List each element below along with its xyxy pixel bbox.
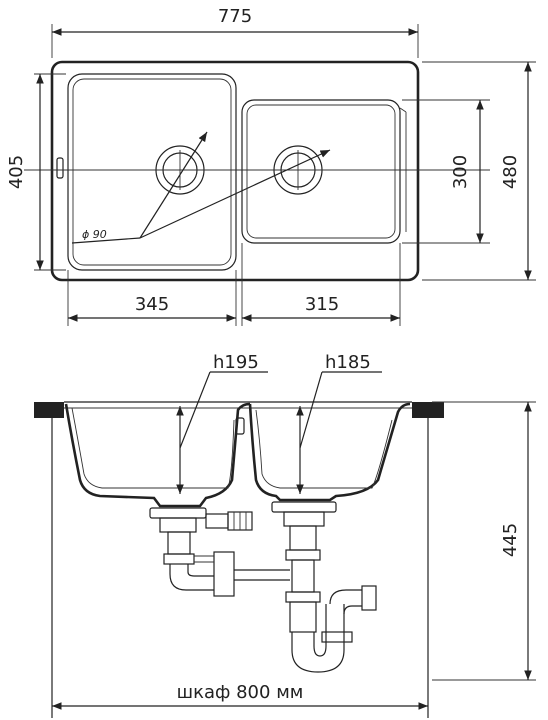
- countertop-left: [34, 402, 64, 418]
- siphon-assembly: [149, 501, 377, 673]
- overflow-slot: [56, 157, 64, 179]
- drain-diameter-label: ϕ 90: [82, 228, 107, 241]
- right-bowl: [241, 99, 401, 244]
- left-bowl-width-label: 345: [135, 294, 169, 315]
- left-bowl-height-label: h195: [213, 352, 259, 373]
- right-bowl-width-label: 315: [305, 294, 339, 315]
- left-bowl-profile: [64, 402, 251, 508]
- left-bowl-depth-label: 405: [6, 155, 27, 189]
- side-view: h195 h185: [34, 352, 536, 718]
- right-bowl-depth-label: 300: [450, 155, 471, 189]
- sink-outline: [50, 60, 420, 282]
- right-bowl-height-label: h185: [325, 352, 371, 373]
- countertop-right: [412, 402, 444, 418]
- cabinet-width-label: шкаф 800 мм: [177, 682, 304, 703]
- overall-depth-label: 480: [500, 155, 521, 189]
- cabinet-height-label: 445: [500, 523, 521, 557]
- right-bowl-profile: [248, 402, 411, 502]
- overall-width-label: 775: [218, 6, 252, 27]
- top-view: ϕ 90 775 405 300 480 345 315: [6, 6, 536, 326]
- left-bowl: [67, 73, 237, 271]
